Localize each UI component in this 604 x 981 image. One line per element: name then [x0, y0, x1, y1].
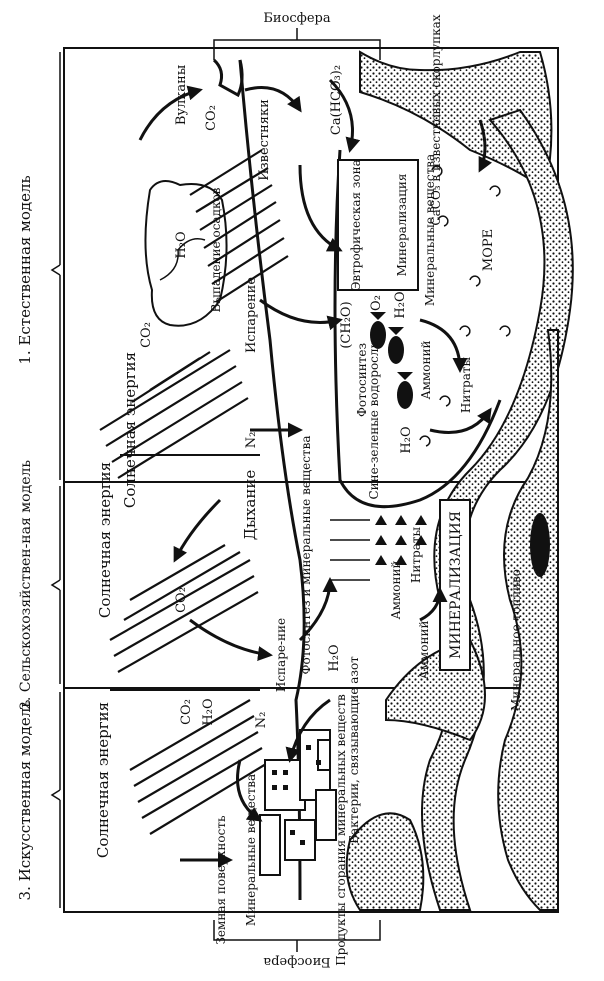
label-co2-agri: CO₂	[174, 587, 189, 613]
biosphere-top-brace	[213, 28, 381, 60]
flow-arrows	[138, 78, 493, 868]
label-co2-cloud: CO₂	[139, 322, 154, 348]
label-sea: МОРЕ	[481, 229, 496, 271]
label-ammonium-agri-2: Аммоний	[417, 621, 431, 680]
model-2-title: 2. Сельскохозяйствен-ная модель	[18, 460, 34, 710]
label-combustion-products: Продукты сгорания минеральных веществ	[334, 694, 348, 966]
label-volcanoes: Вулканы	[174, 65, 189, 125]
svg-text:1. Естественная модель: 1. Естественная модель	[16, 175, 34, 364]
factory-windows	[272, 745, 321, 845]
label-nitrates-agri: Нитраты	[409, 526, 423, 583]
rock-strata-band-4	[345, 812, 425, 911]
label-h2o-cloud: H₂O	[174, 231, 189, 258]
label-nitrogen-bacteria: Бактерии, связывающие азот	[347, 656, 361, 844]
solar-hatch-artificial	[129, 699, 267, 835]
model-2-brace	[50, 486, 61, 684]
label-earth-surface: Земная поверхность	[214, 815, 228, 945]
label-evaporation: Испарение	[244, 277, 259, 353]
label-n2-top: N₂	[244, 432, 259, 449]
label-h2o-sea: H₂O	[393, 291, 408, 318]
label-caco3-shells: CaCO₃ в известковых скорлупках	[429, 14, 443, 225]
label-ch2o: (CH₂O)	[339, 301, 354, 348]
label-photosynthesis: Фотосинтез	[355, 343, 369, 417]
label-fossil-fuel: Минеральное топливо	[509, 569, 523, 711]
label-ammonium-agri: Аммоний	[389, 561, 403, 620]
model-3-brace	[50, 692, 61, 908]
cloud-squiggle	[159, 238, 206, 281]
sea-boundary	[333, 149, 502, 509]
fish-group	[370, 312, 413, 409]
label-mineral-substances-artificial: Минеральные вещества	[244, 774, 258, 926]
rock-strata-band-2	[497, 329, 559, 911]
solar-hatch-natural	[99, 349, 249, 479]
label-solar-agri: Солнечная энергия	[96, 462, 114, 618]
label-co2-artificial: CO₂	[179, 699, 194, 725]
label-h2o-agri: H₂O	[327, 644, 342, 671]
model-1-brace	[50, 52, 61, 480]
svg-text:3. Искусственная модель: 3. Искусственная модель	[16, 700, 34, 901]
label-ca-hco3: Ca(HCO₃)₂	[329, 65, 344, 135]
precipitation-hatch	[189, 149, 289, 303]
fossil-fuel-deposit	[530, 513, 550, 577]
label-n2-artificial: N₂	[254, 712, 269, 729]
svg-text:2. Сельскохозяйствен-ная модел: 2. Сельскохозяйствен-ная модель	[18, 460, 34, 710]
label-ammonium-sea: Аммоний	[419, 341, 433, 400]
label-mineral-substances: Минеральные вещества	[423, 154, 437, 306]
label-nitrates-sea: Нитраты	[459, 356, 473, 413]
label-solar-natural: Солнечная энергия	[121, 352, 139, 508]
label-solar-artificial: Солнечная энергия	[94, 702, 112, 858]
model-1-title: 1. Естественная модель	[16, 175, 34, 364]
label-h2o-o: H₂O	[399, 426, 414, 453]
rock-strata-top	[359, 50, 553, 192]
label-euphotic-zone: Эвтрофическая зона	[349, 159, 363, 291]
biosphere-bottom-label: Биосфера	[263, 954, 331, 969]
mineralization-box	[439, 499, 471, 671]
solar-hatch-agri	[109, 544, 259, 673]
label-photosynthesis-minerals: Фотосинтез и минеральные вещества	[299, 436, 313, 675]
label-co2-top: CO₂	[204, 105, 219, 131]
sea-shells	[419, 165, 511, 447]
label-h2o-artificial: H₂O	[201, 698, 216, 725]
label-mineralization-big: МИНЕРАЛИЗАЦИЯ	[448, 511, 464, 659]
label-limestones: Известняки	[257, 99, 272, 181]
biosphere-top-label: Биосфера	[263, 11, 331, 26]
label-o2: O₂	[369, 295, 384, 311]
model-3-title: 3. Искусственная модель	[16, 700, 34, 901]
label-precipitation: Выпадение осадков	[209, 187, 223, 312]
volcano	[212, 58, 244, 98]
biosphere-bottom-brace	[213, 920, 381, 952]
label-respiration: Дыхание	[241, 470, 259, 541]
label-mineralization-small: Минерализация	[395, 174, 409, 277]
euphotic-zone-box	[337, 159, 419, 291]
crop-rows	[375, 515, 427, 565]
label-evaporation-agri: Испаре-ние	[274, 618, 288, 692]
label-blue-green-algae: Сине-зеленые водоросли	[367, 340, 381, 499]
crop-stems	[330, 519, 370, 581]
